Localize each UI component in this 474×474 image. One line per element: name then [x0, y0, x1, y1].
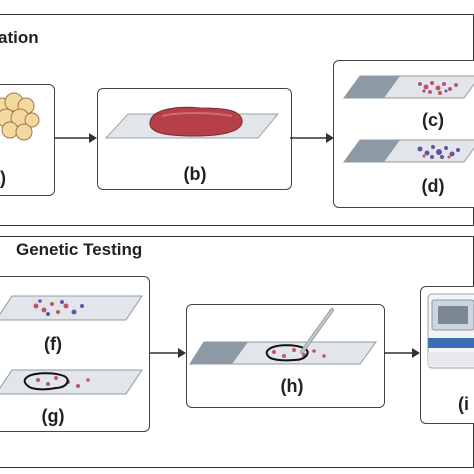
stained-slide-purple [343, 139, 474, 163]
fatty-tissue-illustration [0, 92, 40, 141]
panel-g-label: (g) [41, 406, 65, 426]
arrow-h-to-i [384, 348, 420, 358]
panel-i-label: (i [458, 394, 469, 414]
panel-b-label: (b) [183, 164, 207, 184]
panel-h-label: (h) [280, 376, 304, 396]
preparation-section-title: ation [0, 28, 39, 47]
slide-g-illustration [0, 369, 143, 395]
sequencer-instrument-illustration [427, 293, 474, 369]
genetic-testing-section-title: Genetic Testing [16, 240, 143, 259]
arrow-fg-to-h [150, 348, 186, 358]
arrow-b-to-c [290, 133, 334, 143]
panel-b-box [97, 88, 292, 190]
macrodissection-illustration [189, 308, 377, 365]
panel-c-label: (c) [422, 110, 444, 130]
tissue-on-slide-illustration [104, 106, 280, 139]
panel-f-label: (f) [44, 334, 62, 354]
panel-a-label: (a) [0, 168, 6, 188]
slide-f-illustration [0, 295, 143, 321]
stained-slide-pink [343, 75, 474, 99]
panel-d-label: (d) [421, 176, 445, 196]
arrow-a-to-b [55, 133, 97, 143]
